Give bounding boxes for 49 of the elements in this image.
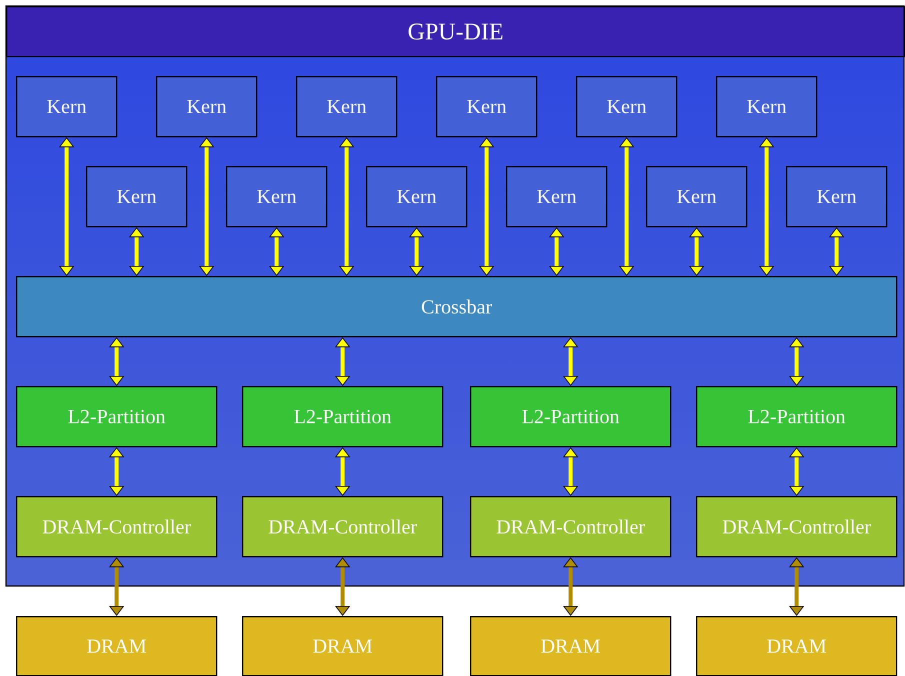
double-arrow — [109, 557, 124, 616]
double-arrow — [789, 337, 804, 386]
double-arrow — [335, 337, 350, 386]
double-arrow — [109, 447, 124, 496]
memory-box: DRAM — [242, 616, 444, 676]
double-arrow — [409, 227, 424, 276]
core-box: Kern — [296, 76, 398, 138]
double-arrow — [619, 137, 634, 276]
cache-partition-box: L2-Partition — [696, 386, 898, 448]
controller-box: DRAM-Controller — [470, 496, 672, 558]
memory-box: DRAM — [696, 616, 898, 676]
core-box: Kern — [156, 76, 258, 138]
double-arrow — [335, 557, 350, 616]
double-arrow — [563, 557, 578, 616]
core-box: Kern — [716, 76, 818, 138]
double-arrow — [479, 137, 494, 276]
double-arrow — [109, 337, 124, 386]
double-arrow — [339, 137, 354, 276]
cache-partition-box: L2-Partition — [470, 386, 672, 448]
core-box: Kern — [646, 166, 748, 228]
cache-partition-box: L2-Partition — [242, 386, 444, 448]
controller-box: DRAM-Controller — [16, 496, 218, 558]
controller-box: DRAM-Controller — [242, 496, 444, 558]
double-arrow — [549, 227, 564, 276]
core-box: Kern — [366, 166, 468, 228]
core-box: Kern — [436, 76, 538, 138]
double-arrow — [563, 337, 578, 386]
double-arrow — [789, 557, 804, 616]
core-box: Kern — [786, 166, 888, 228]
double-arrow — [269, 227, 284, 276]
core-box: Kern — [576, 76, 678, 138]
double-arrow — [829, 227, 844, 276]
memory-box: DRAM — [470, 616, 672, 676]
core-box: Kern — [16, 76, 118, 138]
core-box: Kern — [226, 166, 328, 228]
double-arrow — [689, 227, 704, 276]
double-arrow — [563, 447, 578, 496]
cache-partition-box: L2-Partition — [16, 386, 218, 448]
double-arrow — [59, 137, 74, 276]
core-box: Kern — [506, 166, 608, 228]
controller-box: DRAM-Controller — [696, 496, 898, 558]
crossbar-box: Crossbar — [16, 276, 898, 338]
double-arrow — [789, 447, 804, 496]
memory-box: DRAM — [16, 616, 218, 676]
double-arrow — [129, 227, 144, 276]
double-arrow — [199, 137, 214, 276]
double-arrow — [335, 447, 350, 496]
core-box: Kern — [86, 166, 188, 228]
double-arrow — [759, 137, 774, 276]
